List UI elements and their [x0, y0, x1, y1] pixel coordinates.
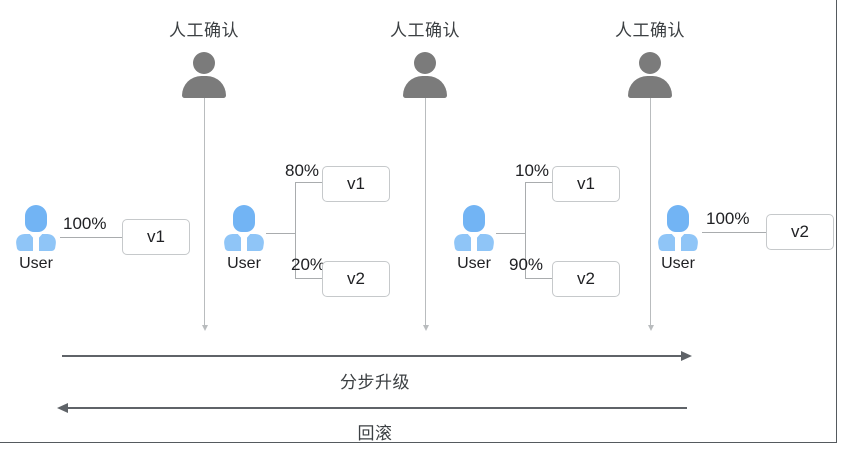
user-label: User: [19, 255, 53, 272]
user-tie: [33, 233, 39, 251]
person-head: [414, 52, 436, 74]
person-head: [639, 52, 661, 74]
gate-stem-arrow-3: [647, 98, 654, 331]
manual-confirm-gate-1: 人工确认: [124, 20, 284, 331]
manual-confirm-label-1: 人工确认: [169, 21, 239, 40]
manual-confirm-label-2: 人工确认: [390, 21, 460, 40]
manual-confirm-gate-3: 人工确认: [570, 20, 730, 331]
person-head: [193, 52, 215, 74]
stage-3-branch-2-line: [525, 278, 553, 279]
stage-2-branch-1-line: [295, 182, 323, 183]
user-label: User: [457, 255, 491, 272]
user-head: [233, 205, 255, 232]
stage-3-percent-2: 90%: [509, 255, 544, 274]
axis-1-line: [62, 355, 682, 357]
stage-3-trunk: [496, 233, 525, 234]
stage-2-version-box-2: v2: [322, 261, 390, 297]
axis-1-label: 分步升级: [340, 373, 410, 392]
user-icon: User: [222, 205, 266, 272]
user-icon: User: [452, 205, 496, 272]
stage-3-version-box-2: v2: [552, 261, 620, 297]
user-head: [463, 205, 485, 232]
user-icon: User: [14, 205, 58, 272]
stage-1-connector: [60, 237, 122, 238]
gate-stem-arrow-2: [422, 98, 429, 331]
manual-confirm-label-3: 人工确认: [615, 21, 685, 40]
stage-3-percent-1: 10%: [515, 161, 550, 180]
manual-confirm-gate-2: 人工确认: [345, 20, 505, 331]
user-tie: [241, 233, 247, 251]
axis-2-label: 回滚: [357, 424, 393, 443]
user-head: [25, 205, 47, 232]
stage-2-branch-2-line: [295, 278, 323, 279]
stage-2-trunk: [266, 233, 295, 234]
frame-bottom-border: [0, 442, 837, 443]
person-icon: [402, 52, 448, 98]
stage-3-split: [525, 182, 526, 278]
stage-3-branch-1-line: [525, 182, 553, 183]
user-tie: [675, 233, 681, 251]
frame-right-border: [836, 0, 837, 443]
stage-4-percent-1: 100%: [706, 209, 750, 228]
person-icon: [627, 52, 673, 98]
person-icon: [181, 52, 227, 98]
user-icon: User: [656, 205, 700, 272]
user-label: User: [661, 255, 695, 272]
stage-2-percent-2: 20%: [291, 255, 326, 274]
stage-3-version-box-1: v1: [552, 166, 620, 202]
user-tie: [471, 233, 477, 251]
stage-2-split: [295, 182, 296, 278]
arrow-left-icon: [57, 403, 68, 413]
stage-1-version-box-1: v1: [122, 219, 190, 255]
stage-2-percent-1: 80%: [285, 161, 320, 180]
arrow-right-icon: [681, 351, 692, 361]
person-body: [628, 76, 672, 98]
user-head: [667, 205, 689, 232]
person-body: [403, 76, 447, 98]
axis-2-line: [68, 407, 687, 409]
user-label: User: [227, 255, 261, 272]
gate-stem-arrow-1: [201, 98, 208, 331]
stage-2-version-box-1: v1: [322, 166, 390, 202]
stage-4-connector: [702, 232, 766, 233]
stage-4-version-box-1: v2: [766, 214, 834, 250]
stage-1-percent-1: 100%: [63, 214, 107, 233]
person-body: [182, 76, 226, 98]
